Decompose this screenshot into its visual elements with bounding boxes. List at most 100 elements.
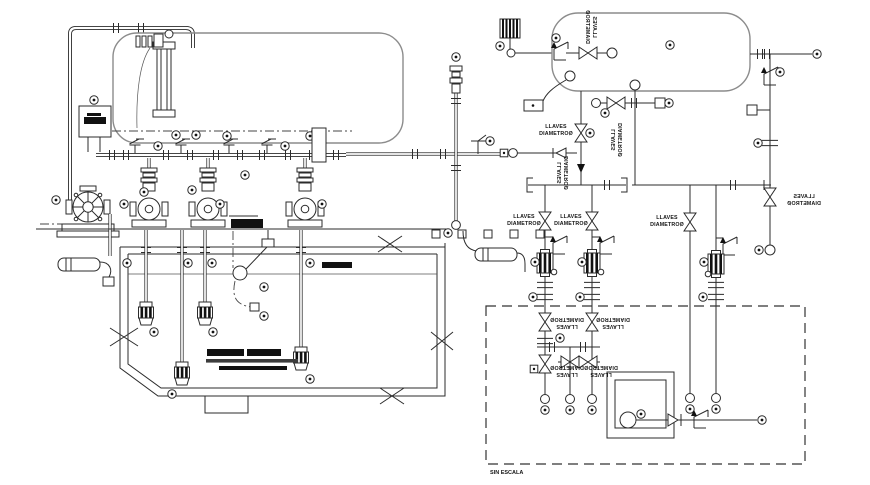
spec-text-block: [206, 349, 298, 370]
tag-icon: [600, 108, 610, 118]
tag-icon: [187, 185, 197, 195]
tag-icon: [565, 405, 575, 415]
pump: [188, 167, 228, 228]
valve-icon: [683, 212, 697, 232]
valve-icon: [578, 46, 598, 60]
tag-icon: [664, 98, 674, 108]
tag-icon: [280, 141, 290, 151]
vent-unit: [499, 18, 552, 58]
check-valve-icon: [690, 409, 709, 429]
tag-icon: [587, 405, 597, 415]
valve-label: LLAVES DIAMETROØ: [787, 194, 821, 207]
valve-icon: [763, 187, 777, 207]
valve-label: LLAVES DIAMETROØ: [550, 364, 584, 377]
svg-text:LLAVES: LLAVES: [556, 323, 578, 329]
svg-text:LLAVES: LLAVES: [590, 371, 612, 377]
svg-text:LLAVES: LLAVES: [656, 215, 678, 221]
tag-icon: [153, 141, 163, 151]
tag-icon: [443, 228, 453, 238]
svg-text:DIAMETROØ: DIAMETROØ: [618, 123, 624, 157]
tag-icon: [305, 258, 315, 268]
pump: [285, 167, 325, 228]
check-valve-icon: [596, 235, 615, 255]
tag-icon: [183, 258, 193, 268]
detail-box: [485, 305, 806, 465]
tag-icon: [711, 404, 721, 414]
tag-icon: [259, 311, 269, 321]
svg-text:DIAMETROØ: DIAMETROØ: [550, 364, 584, 370]
suction-drop-pipes: [138, 230, 309, 386]
square-tag-icon: [529, 364, 539, 374]
tag-icon: [528, 292, 538, 302]
valve-label: LLAVES DIAMETROØ: [596, 316, 630, 329]
tag-icon: [119, 199, 129, 209]
pump: [129, 167, 169, 228]
svg-text:DIAMETROØ: DIAMETROØ: [550, 316, 584, 322]
right-drop-line: [746, 54, 779, 256]
tag-icon: [208, 327, 218, 337]
tag-icon: [317, 199, 327, 209]
control-panel: [78, 105, 112, 152]
tag-icon: [485, 136, 495, 146]
svg-text:LLAVES: LLAVES: [611, 129, 617, 151]
tag-icon: [215, 199, 225, 209]
svg-text:LLAVES: LLAVES: [560, 214, 582, 220]
tag-icon: [191, 130, 201, 140]
tag-icon: [171, 130, 181, 140]
foot-valve: [293, 346, 309, 371]
svg-text:DIAMETROØ: DIAMETROØ: [584, 10, 590, 44]
tag-icon: [812, 49, 822, 59]
tag-icon: [685, 404, 695, 414]
tag-icon: [757, 415, 767, 425]
svg-text:LLAVES: LLAVES: [545, 124, 567, 130]
svg-text:DIAMETROØ: DIAMETROØ: [650, 222, 684, 228]
tag-icon: [139, 187, 149, 197]
tag-icon: [149, 327, 159, 337]
tag-icon: [122, 258, 132, 268]
scale-note: SIN ESCALA: [490, 470, 523, 476]
svg-text:DIAMETROØ: DIAMETROØ: [539, 131, 573, 137]
tag-icon: [51, 195, 61, 205]
svg-text:LLAVES: LLAVES: [793, 194, 815, 200]
valve-icon: [538, 354, 552, 374]
tag-icon: [207, 258, 217, 268]
anchor-curb: [431, 229, 545, 239]
tag-icon: [775, 67, 785, 77]
tank-outlet-line: [750, 48, 812, 60]
tag-icon: [754, 245, 764, 255]
svg-text:DIAMETROØ: DIAMETROØ: [564, 156, 570, 190]
tag-icon: [551, 33, 561, 43]
tag-icon: [495, 41, 505, 51]
tag-icon: [167, 389, 177, 399]
distribution-manifold: [526, 177, 771, 193]
valve-label: LLAVES DIAMETROØ: [611, 123, 624, 157]
pump-group: [129, 158, 325, 228]
tag-icon: [222, 131, 232, 141]
check-valve-icon: [549, 235, 568, 255]
svg-text:LLAVES: LLAVES: [602, 323, 624, 329]
tag-icon: [698, 292, 708, 302]
svg-text:LLAVES: LLAVES: [591, 16, 597, 38]
pump-nameplate: [229, 215, 263, 228]
header-valves: [129, 134, 487, 154]
valve-label: LLAVES DIAMETROØ: [550, 316, 584, 329]
valve-label: LLAVES DIAMETROØ: [539, 124, 573, 137]
suction-riser: [449, 65, 463, 230]
valve-label: LLAVES DIAMETROØ: [557, 156, 570, 190]
pump-header: [96, 148, 500, 161]
valve-icon: [574, 123, 588, 143]
valve-label: LLAVES DIAMETROØ: [584, 364, 618, 377]
valve-icon: [538, 312, 552, 332]
detail-cross-ties: [537, 341, 600, 404]
tag-icon: [636, 409, 646, 419]
valve-label: LLAVES DIAMETROØ: [650, 215, 684, 228]
svg-text:DIAMETROØ: DIAMETROØ: [787, 201, 821, 207]
storage-tank: [112, 32, 404, 144]
support-column: [311, 127, 327, 163]
float-valve: [232, 230, 275, 312]
tag-icon: [585, 128, 595, 138]
svg-text:DIAMETROØ: DIAMETROØ: [584, 364, 618, 370]
tag-icon: [451, 52, 461, 62]
valve-label: LLAVES DIAMETROØ: [584, 10, 597, 44]
